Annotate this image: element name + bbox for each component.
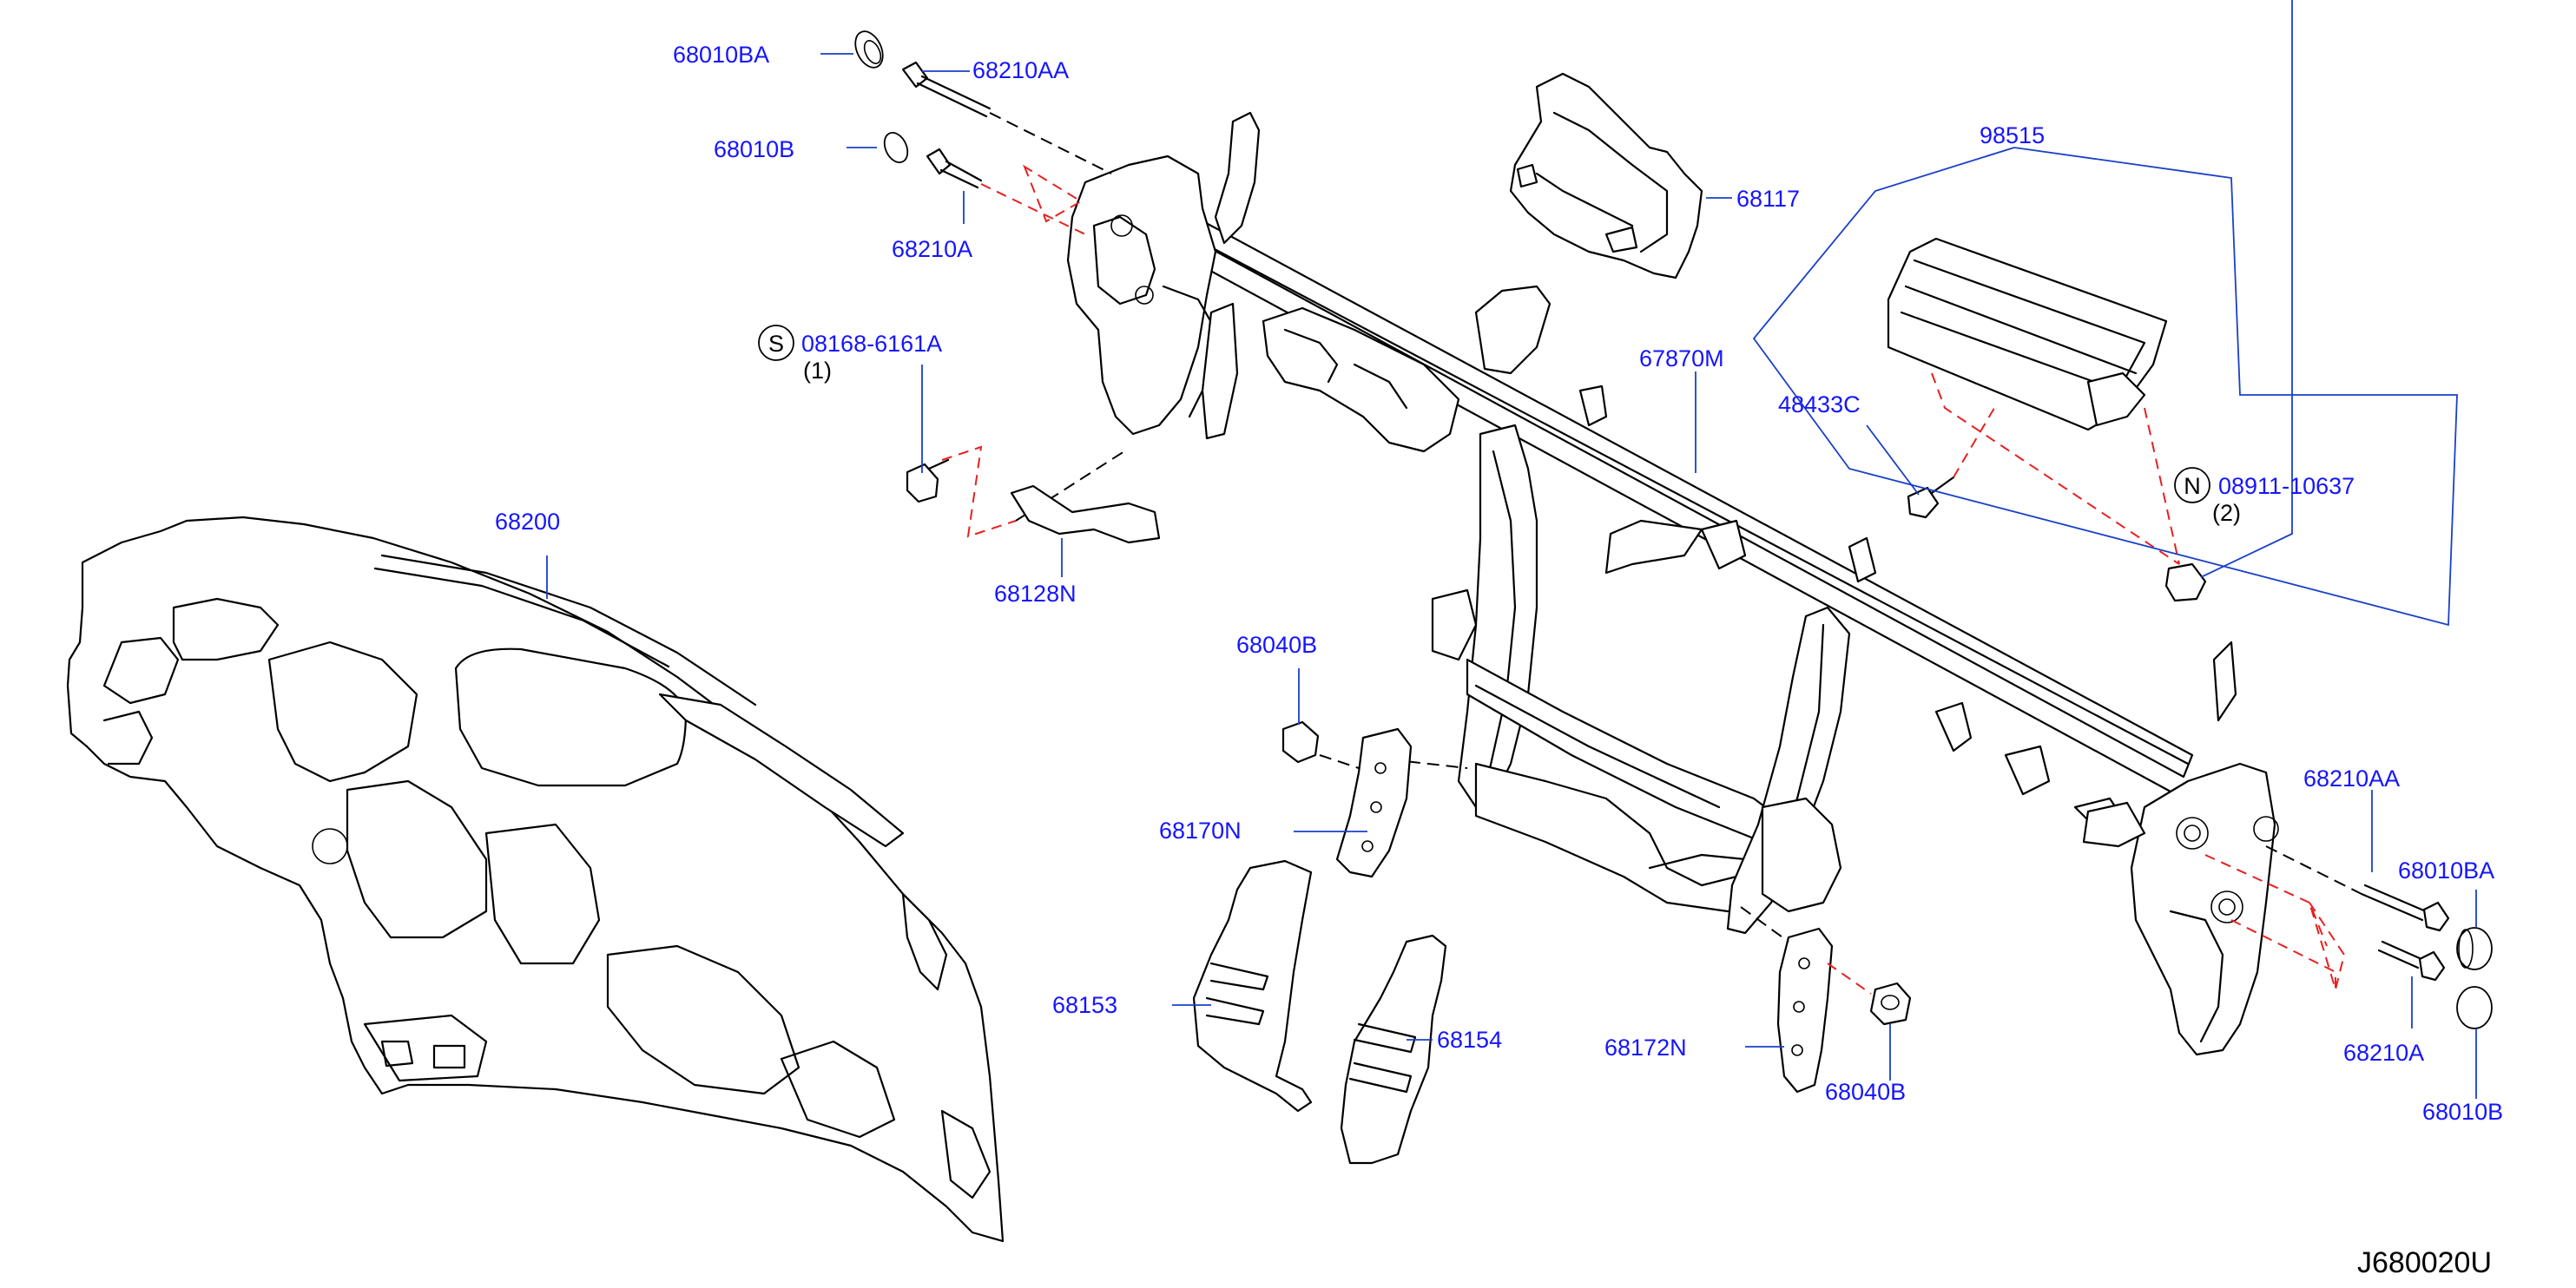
label-68210A-top[interactable]: 68210A bbox=[892, 236, 972, 262]
label-08911-10637[interactable]: 08911-10637 bbox=[2218, 473, 2355, 499]
bracket-68117 bbox=[1509, 72, 1703, 279]
circled-marks: S N bbox=[758, 325, 2210, 503]
label-68010B-right[interactable]: 68010B bbox=[2422, 1099, 2503, 1125]
fasteners-top-left bbox=[854, 30, 1112, 235]
label-68128N[interactable]: 68128N bbox=[994, 581, 1077, 607]
label-68117[interactable]: 68117 bbox=[1736, 186, 1800, 212]
label-08168-qty: (1) bbox=[803, 358, 832, 384]
bolt-08168-and-bracket-68128N bbox=[906, 445, 1161, 544]
label-68040B-bottom[interactable]: 68040B bbox=[1825, 1079, 1906, 1105]
label-68040B-top[interactable]: 68040B bbox=[1236, 632, 1317, 658]
dashboard-panel-68200 bbox=[66, 516, 1005, 1243]
n-mark-circle bbox=[2174, 467, 2210, 503]
label-48433C[interactable]: 48433C bbox=[1778, 391, 1861, 417]
nut-68040B-and-bracket-68170N bbox=[1281, 720, 1468, 878]
bracket-68172N-and-nut-68040B bbox=[1740, 906, 1912, 1094]
fasteners-98515 bbox=[1907, 372, 2207, 602]
label-08911-qty: (2) bbox=[2212, 500, 2241, 526]
s-mark-circle bbox=[758, 325, 794, 361]
diagram-id: J680020U bbox=[2357, 1246, 2492, 1279]
label-68010B-top[interactable]: 68010B bbox=[714, 136, 794, 162]
label-68010BA-right[interactable]: 68010BA bbox=[2398, 858, 2494, 884]
label-68210AA-top[interactable]: 68210AA bbox=[972, 57, 1069, 83]
bracket-68154 bbox=[1340, 934, 1447, 1165]
label-68210AA-right[interactable]: 68210AA bbox=[2303, 766, 2400, 792]
steering-member-67870M bbox=[1066, 111, 2279, 1056]
label-68154[interactable]: 68154 bbox=[1437, 1027, 1502, 1053]
leader-lines bbox=[546, 0, 2477, 1099]
s-mark-letter: S bbox=[768, 331, 784, 357]
label-68010BA-top[interactable]: 68010BA bbox=[673, 42, 769, 68]
bracket-68153 bbox=[1192, 859, 1313, 1113]
label-68210A-right[interactable]: 68210A bbox=[2343, 1040, 2424, 1066]
module-98515 bbox=[1887, 237, 2168, 431]
n-mark-letter: N bbox=[2184, 473, 2201, 499]
label-68200[interactable]: 68200 bbox=[495, 509, 560, 535]
label-68170N[interactable]: 68170N bbox=[1159, 818, 1242, 844]
part-number-labels: 68010BA 68210AA 68010B 68210A 08168-6161… bbox=[495, 42, 2503, 1279]
label-08168-6161A[interactable]: 08168-6161A bbox=[801, 331, 942, 357]
label-67870M[interactable]: 67870M bbox=[1639, 345, 1724, 371]
fasteners-right bbox=[2204, 845, 2493, 1029]
label-68153[interactable]: 68153 bbox=[1052, 992, 1117, 1018]
label-98515[interactable]: 98515 bbox=[1980, 122, 2045, 148]
label-68172N[interactable]: 68172N bbox=[1604, 1035, 1687, 1061]
